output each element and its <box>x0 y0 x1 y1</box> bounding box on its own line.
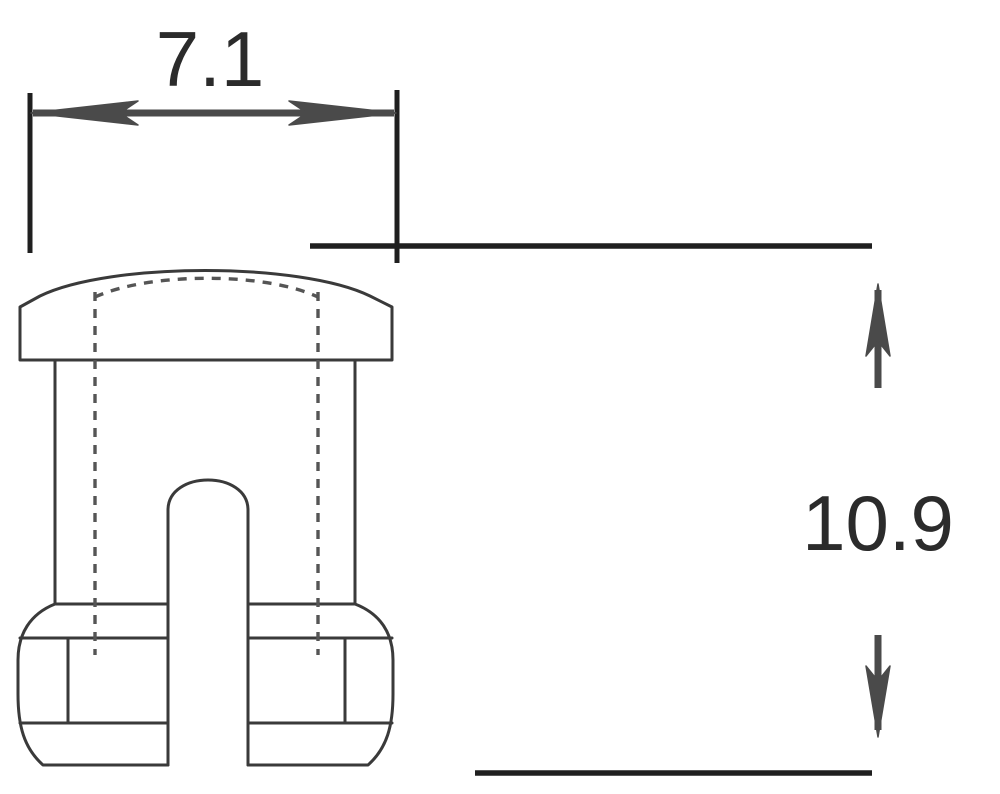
width-dimension-value: 7.1 <box>156 15 264 103</box>
dimension-height-group: 10.9 <box>310 243 954 776</box>
cap-dome-outline <box>18 269 394 362</box>
height-arrowhead-up-icon <box>865 283 891 357</box>
height-arrowhead-down-icon <box>865 665 891 738</box>
right-foot-outline <box>246 602 395 767</box>
hidden-lines-group <box>93 276 320 655</box>
dimension-width-group: 7.1 <box>27 15 400 263</box>
height-dimension-value: 10.9 <box>802 479 954 567</box>
center-slot-arch <box>166 478 250 767</box>
part-outline-group <box>16 269 395 767</box>
width-arrowhead-left-icon <box>30 100 139 126</box>
left-foot-outline <box>16 602 170 767</box>
hidden-inner-dome-arc <box>94 276 319 299</box>
width-arrowhead-right-icon <box>288 100 397 126</box>
